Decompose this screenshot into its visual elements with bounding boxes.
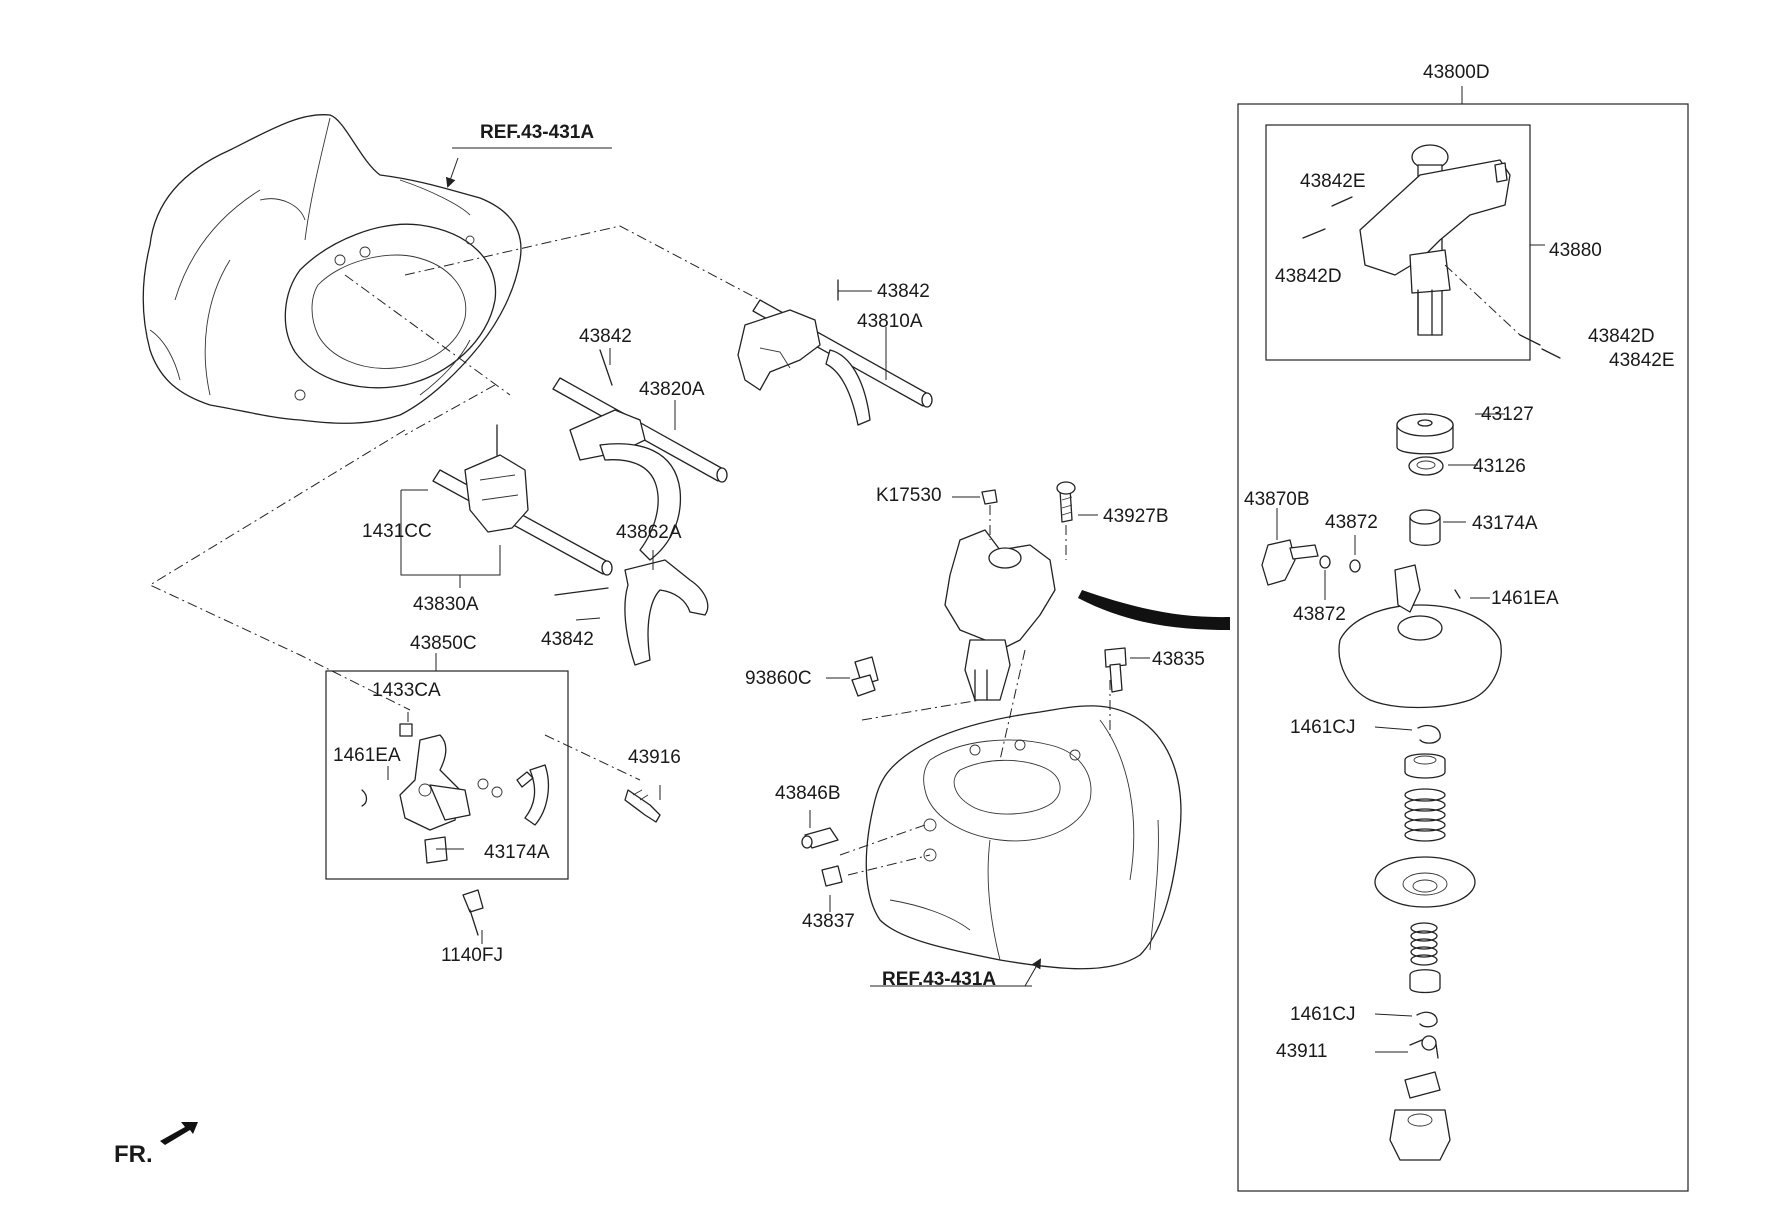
part-label-43837[interactable]: 43837 — [802, 911, 855, 932]
ref-top-arrow — [445, 157, 459, 188]
part-label-43800d[interactable]: 43800D — [1423, 62, 1490, 83]
clutch-housing — [142, 114, 522, 424]
part-label-43916[interactable]: 43916 — [628, 747, 681, 768]
sensor-and-plugs — [801, 647, 1127, 887]
gear-selector-assembly — [944, 481, 1076, 701]
fasteners-left — [462, 789, 661, 936]
ref-bottom-arrow — [1024, 958, 1041, 987]
part-label-43872[interactable]: 43872 — [1293, 604, 1346, 625]
shift-rail-43820a — [552, 349, 728, 561]
projection-lines-left — [148, 225, 761, 791]
part-label-1461cj[interactable]: 1461CJ — [1290, 1004, 1356, 1025]
front-arrow-icon — [160, 1122, 198, 1145]
part-label-43810a[interactable]: 43810A — [857, 311, 923, 332]
part-label-43820a[interactable]: 43820A — [639, 379, 705, 400]
shift-fork-43862a — [554, 559, 709, 666]
part-label-1461ea[interactable]: 1461EA — [1491, 588, 1559, 609]
ref-label-top[interactable]: REF.43-431A — [480, 122, 595, 143]
part-label-43126[interactable]: 43126 — [1473, 456, 1526, 477]
part-label-43842[interactable]: 43842 — [579, 326, 632, 347]
part-label-43842[interactable]: 43842 — [877, 281, 930, 302]
leader-lines — [387, 147, 1505, 1053]
part-label-43842d[interactable]: 43842D — [1275, 266, 1342, 287]
part-label-43872[interactable]: 43872 — [1325, 512, 1378, 533]
part-label-43870b[interactable]: 43870B — [1244, 489, 1310, 510]
part-label-43842d[interactable]: 43842D — [1588, 326, 1655, 347]
spring-large — [1404, 788, 1446, 842]
part-label-1433ca[interactable]: 1433CA — [372, 680, 441, 701]
part-label-93860c[interactable]: 93860C — [745, 668, 812, 689]
part-label-1431cc[interactable]: 1431CC — [362, 521, 432, 542]
front-marker-label: FR. — [114, 1141, 153, 1168]
part-label-43830a[interactable]: 43830A — [413, 594, 479, 615]
transaxle-case — [839, 649, 1182, 970]
box-43850c — [325, 653, 569, 880]
part-label-43174a[interactable]: 43174A — [484, 842, 550, 863]
part-label-43842e[interactable]: 43842E — [1300, 171, 1366, 192]
part-label-1140fj[interactable]: 1140FJ — [441, 945, 503, 966]
part-label-43862a[interactable]: 43862A — [616, 522, 682, 543]
part-label-1461cj[interactable]: 1461CJ — [1290, 717, 1356, 738]
assembly-pointer-arrow — [1078, 590, 1230, 630]
part-label-43846b[interactable]: 43846B — [775, 783, 841, 804]
part-label-43850c[interactable]: 43850C — [410, 633, 477, 654]
part-label-k17530[interactable]: K17530 — [876, 485, 942, 506]
part-label-43842e[interactable]: 43842E — [1609, 350, 1675, 371]
part-label-43927b[interactable]: 43927B — [1103, 506, 1169, 527]
part-label-43911[interactable]: 43911 — [1276, 1041, 1328, 1062]
part-label-43880[interactable]: 43880 — [1549, 240, 1602, 261]
box-43800d — [1237, 86, 1689, 1192]
part-label-43174a[interactable]: 43174A — [1472, 513, 1538, 534]
shift-rail-43830a — [432, 424, 613, 576]
ref-label-bottom[interactable]: REF.43-431A — [882, 969, 997, 990]
part-label-43842[interactable]: 43842 — [541, 629, 594, 650]
part-label-1461ea[interactable]: 1461EA — [333, 745, 401, 766]
part-label-43835[interactable]: 43835 — [1152, 649, 1205, 670]
spring-small — [1410, 922, 1438, 966]
part-label-43127[interactable]: 43127 — [1481, 404, 1534, 425]
shift-rail-43810a — [737, 279, 933, 426]
